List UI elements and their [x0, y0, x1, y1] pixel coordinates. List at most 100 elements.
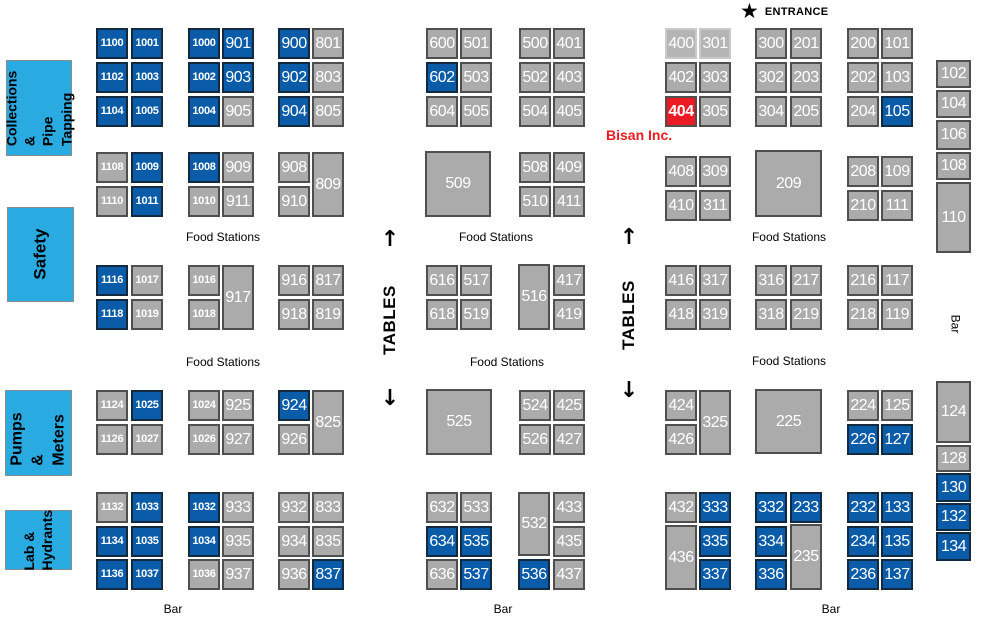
booth-418[interactable]: 418 — [665, 299, 697, 330]
booth-202[interactable]: 202 — [847, 62, 879, 93]
booth-604[interactable]: 604 — [426, 96, 458, 127]
booth-1003[interactable]: 1003 — [131, 62, 163, 93]
booth-128[interactable]: 128 — [936, 445, 971, 472]
booth-1124[interactable]: 1124 — [96, 390, 128, 421]
booth-109[interactable]: 109 — [881, 156, 913, 187]
booth-1004[interactable]: 1004 — [188, 96, 220, 127]
booth-104[interactable]: 104 — [936, 90, 971, 118]
booth-519[interactable]: 519 — [460, 299, 492, 330]
booth-337[interactable]: 337 — [699, 559, 731, 590]
booth-1037[interactable]: 1037 — [131, 559, 163, 590]
booth-835[interactable]: 835 — [312, 526, 344, 557]
booth-101[interactable]: 101 — [881, 28, 913, 59]
booth-1110[interactable]: 1110 — [96, 186, 128, 217]
booth-510[interactable]: 510 — [519, 186, 551, 217]
booth-837[interactable]: 837 — [312, 559, 344, 590]
booth-1000[interactable]: 1000 — [188, 28, 220, 59]
booth-1035[interactable]: 1035 — [131, 526, 163, 557]
booth-516[interactable]: 516 — [518, 264, 550, 330]
booth-127[interactable]: 127 — [881, 424, 913, 455]
booth-311[interactable]: 311 — [699, 190, 731, 221]
booth-805[interactable]: 805 — [312, 96, 344, 127]
booth-232[interactable]: 232 — [847, 492, 879, 523]
booth-216[interactable]: 216 — [847, 265, 879, 296]
booth-1108[interactable]: 1108 — [96, 152, 128, 183]
booth-402[interactable]: 402 — [665, 62, 697, 93]
booth-318[interactable]: 318 — [755, 299, 787, 330]
booth-105[interactable]: 105 — [881, 96, 913, 127]
booth-1024[interactable]: 1024 — [188, 390, 220, 421]
booth-218[interactable]: 218 — [847, 299, 879, 330]
booth-432[interactable]: 432 — [665, 492, 697, 523]
booth-908[interactable]: 908 — [278, 152, 310, 183]
booth-501[interactable]: 501 — [460, 28, 492, 59]
booth-1134[interactable]: 1134 — [96, 526, 128, 557]
booth-532[interactable]: 532 — [518, 492, 550, 556]
booth-301[interactable]: 301 — [699, 28, 731, 59]
booth-509[interactable]: 509 — [425, 151, 491, 217]
booth-303[interactable]: 303 — [699, 62, 731, 93]
booth-1036[interactable]: 1036 — [188, 559, 220, 590]
booth-505[interactable]: 505 — [460, 96, 492, 127]
booth-334[interactable]: 334 — [755, 526, 787, 557]
booth-924[interactable]: 924 — [278, 390, 310, 421]
booth-936[interactable]: 936 — [278, 559, 310, 590]
booth-226[interactable]: 226 — [847, 424, 879, 455]
booth-825[interactable]: 825 — [312, 390, 344, 455]
booth-433[interactable]: 433 — [553, 492, 585, 523]
booth-409[interactable]: 409 — [553, 152, 585, 183]
booth-1027[interactable]: 1027 — [131, 424, 163, 455]
booth-427[interactable]: 427 — [553, 424, 585, 455]
booth-411[interactable]: 411 — [553, 186, 585, 217]
booth-1033[interactable]: 1033 — [131, 492, 163, 523]
booth-524[interactable]: 524 — [519, 390, 551, 421]
booth-503[interactable]: 503 — [460, 62, 492, 93]
booth-102[interactable]: 102 — [936, 60, 971, 88]
booth-336[interactable]: 336 — [755, 559, 787, 590]
booth-1102[interactable]: 1102 — [96, 62, 128, 93]
booth-426[interactable]: 426 — [665, 424, 697, 455]
booth-602[interactable]: 602 — [426, 62, 458, 93]
booth-1016[interactable]: 1016 — [188, 265, 220, 296]
booth-801[interactable]: 801 — [312, 28, 344, 59]
booth-404[interactable]: 404 — [665, 96, 697, 127]
booth-600[interactable]: 600 — [426, 28, 458, 59]
booth-425[interactable]: 425 — [553, 390, 585, 421]
booth-910[interactable]: 910 — [278, 186, 310, 217]
booth-335[interactable]: 335 — [699, 526, 731, 557]
booth-933[interactable]: 933 — [222, 492, 254, 523]
booth-917[interactable]: 917 — [222, 265, 254, 330]
booth-119[interactable]: 119 — [881, 299, 913, 330]
booth-634[interactable]: 634 — [426, 526, 458, 557]
booth-205[interactable]: 205 — [790, 96, 822, 127]
booth-909[interactable]: 909 — [222, 152, 254, 183]
booth-819[interactable]: 819 — [312, 299, 344, 330]
booth-316[interactable]: 316 — [755, 265, 787, 296]
booth-1026[interactable]: 1026 — [188, 424, 220, 455]
booth-900[interactable]: 900 — [278, 28, 310, 59]
booth-130[interactable]: 130 — [936, 473, 971, 502]
booth-937[interactable]: 937 — [222, 559, 254, 590]
booth-1010[interactable]: 1010 — [188, 186, 220, 217]
booth-817[interactable]: 817 — [312, 265, 344, 296]
booth-417[interactable]: 417 — [553, 265, 585, 296]
booth-616[interactable]: 616 — [426, 265, 458, 296]
booth-905[interactable]: 905 — [222, 96, 254, 127]
booth-305[interactable]: 305 — [699, 96, 731, 127]
booth-1002[interactable]: 1002 — [188, 62, 220, 93]
booth-302[interactable]: 302 — [755, 62, 787, 93]
booth-435[interactable]: 435 — [553, 526, 585, 557]
booth-204[interactable]: 204 — [847, 96, 879, 127]
booth-1104[interactable]: 1104 — [96, 96, 128, 127]
booth-1126[interactable]: 1126 — [96, 424, 128, 455]
booth-935[interactable]: 935 — [222, 526, 254, 557]
booth-416[interactable]: 416 — [665, 265, 697, 296]
booth-437[interactable]: 437 — [553, 559, 585, 590]
booth-333[interactable]: 333 — [699, 492, 731, 523]
booth-319[interactable]: 319 — [699, 299, 731, 330]
booth-117[interactable]: 117 — [881, 265, 913, 296]
booth-1017[interactable]: 1017 — [131, 265, 163, 296]
booth-1118[interactable]: 1118 — [96, 299, 128, 330]
booth-1025[interactable]: 1025 — [131, 390, 163, 421]
booth-106[interactable]: 106 — [936, 120, 971, 150]
